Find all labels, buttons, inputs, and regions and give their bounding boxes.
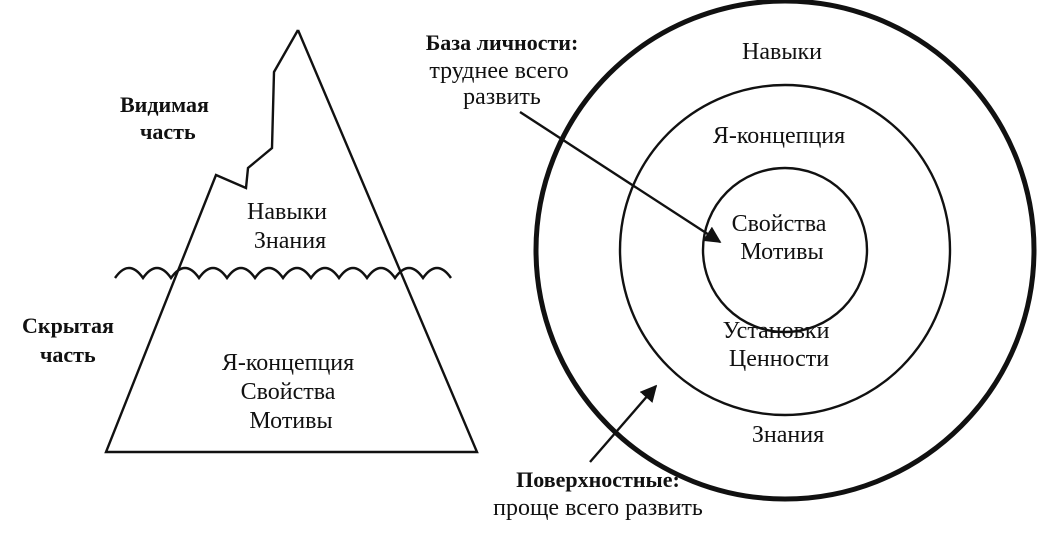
inner-circle [701,166,869,334]
surface-callout-text: проще всего развить [493,495,703,521]
outer-ring-top-label: Навыки [742,39,822,65]
circle-model: Навыки Я-концепция Свойства Мотивы Устан… [533,0,1037,502]
core-callout-title: База личности: [426,30,579,55]
core-callout: База личности: труднее всего развить [426,30,722,244]
surface-arrow [589,384,658,463]
iceberg-model: Видимая часть Скрытая часть Навыки Знани… [22,29,479,454]
above-water-text: Навыки Знания [247,199,333,254]
middle-ring-bottom-label: Установки Ценности [723,318,836,372]
waterline [114,266,452,281]
inner-circle-label: Свойства Мотивы [732,211,833,265]
middle-circle [618,83,952,417]
outer-circle [533,0,1037,502]
core-callout-text: труднее всего развить [429,58,574,110]
outer-ring-bottom-label: Знания [752,422,824,448]
iceberg-outline [104,29,479,454]
visible-part-label: Видимая часть [120,92,214,144]
core-arrow [519,110,722,244]
below-water-text: Я-концепция Свойства Мотивы [222,350,360,434]
middle-ring-top-label: Я-концепция [713,123,845,149]
surface-callout: Поверхностные: проще всего развить [493,384,703,521]
surface-callout-title: Поверхностные: [516,467,680,492]
hidden-part-label: Скрытая часть [22,313,119,367]
